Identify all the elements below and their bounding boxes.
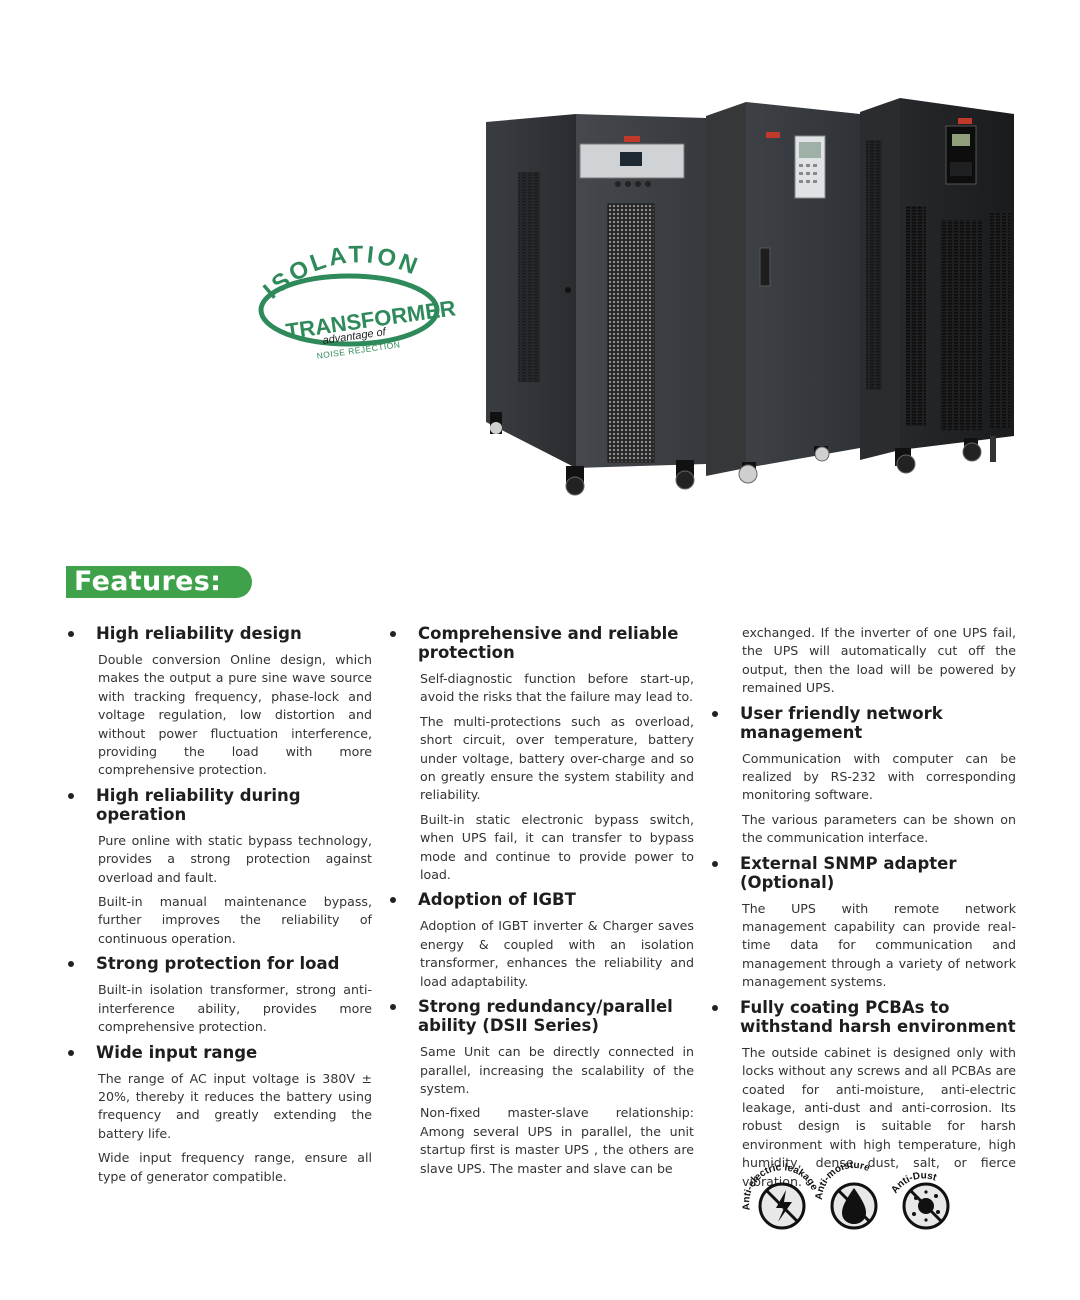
ups-cabinet-right	[860, 98, 1014, 474]
bullet-icon	[68, 961, 74, 968]
feature-paragraph: Adoption of IGBT inverter & Charger save…	[420, 918, 694, 989]
ups-cabinet-left	[486, 114, 706, 496]
feature-snmp-adapter: External SNMP adapter (Optional) The UPS…	[710, 854, 1016, 992]
feature-paragraph: Built-in static electronic bypass switch…	[420, 811, 694, 883]
feature-coating-pcbas: Fully coating PCBAs to withstand harsh e…	[710, 998, 1016, 1191]
feature-comprehensive-protection: Comprehensive and reliable protection Se…	[388, 624, 694, 884]
bullet-icon	[390, 897, 396, 904]
bullet-icon	[68, 792, 74, 799]
feature-title: Strong protection for load	[96, 954, 340, 974]
features-header: Features:	[66, 566, 252, 598]
feature-title: High reliability during operation	[96, 785, 301, 824]
ups-product-illustration: ISOLATION TRANSFORMER advantage of NOISE…	[258, 98, 1014, 496]
protection-icons: Anti-electric leakage Anti-moisture Anti…	[740, 1160, 960, 1240]
bullet-icon	[390, 1004, 396, 1011]
feature-redundancy-parallel: Strong redundancy/parallel ability (DSII…	[388, 997, 694, 1178]
anti-dust-icon: Anti-Dust	[889, 1170, 950, 1230]
bullet-icon	[712, 1004, 718, 1011]
feature-title: Strong redundancy/parallel ability (DSII…	[418, 997, 673, 1036]
feature-high-reliability-operation: High reliability during operation Pure o…	[66, 786, 372, 948]
feature-title: External SNMP adapter (Optional)	[740, 853, 957, 892]
feature-strong-protection: Strong protection for load Built-in isol…	[66, 954, 372, 1036]
feature-adoption-igbt: Adoption of IGBT Adoption of IGBT invert…	[388, 890, 694, 991]
anti-moisture-icon: Anti-moisture	[814, 1160, 878, 1230]
feature-title: Comprehensive and reliable protection	[418, 624, 679, 662]
features-column-2: Comprehensive and reliable protection Se…	[388, 624, 694, 1184]
feature-paragraph: Double conversion Online design, which m…	[98, 652, 372, 778]
feature-title: User friendly network management	[740, 703, 943, 742]
feature-paragraph: Communication with computer can be reali…	[742, 750, 1016, 803]
features-column-1: High reliability design Double conversio…	[66, 624, 372, 1192]
feature-title: Wide input range	[96, 1042, 258, 1062]
feature-paragraph: The UPS with remote network management c…	[742, 900, 1016, 990]
feature-title: Adoption of IGBT	[418, 890, 576, 910]
feature-paragraph: The multi-protections such as overload, …	[420, 713, 694, 803]
feature-title: Fully coating PCBAs to withstand harsh e…	[740, 997, 1016, 1036]
bullet-icon	[68, 1049, 74, 1056]
feature-paragraph: Built-in manual maintenance bypass, furt…	[98, 894, 372, 946]
feature-paragraph: Non-fixed master-slave relationship: Amo…	[420, 1105, 694, 1176]
feature-paragraph: Pure online with static bypass technolog…	[98, 832, 372, 885]
feature-paragraph-continuation: exchanged. If the inverter of one UPS fa…	[742, 625, 1016, 696]
ups-cabinet-middle	[706, 102, 860, 484]
feature-paragraph: Built-in isolation transformer, strong a…	[98, 982, 372, 1035]
hero-section: ISOLATION TRANSFORMER advantage of NOISE…	[0, 0, 1080, 520]
bullet-icon	[712, 710, 718, 717]
bullet-icon	[712, 860, 718, 867]
feature-high-reliability-design: High reliability design Double conversio…	[66, 624, 372, 780]
feature-paragraph: Wide input frequency range, ensure all t…	[98, 1150, 372, 1184]
bullet-icon	[390, 631, 396, 637]
anti-electric-leakage-icon: Anti-electric leakage	[741, 1162, 820, 1230]
features-column-3: exchanged. If the inverter of one UPS fa…	[710, 624, 1016, 1197]
feature-wide-input-range: Wide input range The range of AC input v…	[66, 1043, 372, 1186]
feature-paragraph: The various parameters can be shown on t…	[742, 811, 1016, 846]
feature-paragraph: Self-diagnostic function before start-up…	[420, 671, 694, 705]
feature-title: High reliability design	[96, 624, 302, 643]
feature-paragraph: Same Unit can be directly connected in p…	[420, 1044, 694, 1096]
feature-network-management: User friendly network management Communi…	[710, 704, 1016, 848]
feature-paragraph: The outside cabinet is designed only wit…	[742, 1044, 1016, 1189]
bullet-icon	[68, 631, 74, 637]
isolation-transformer-badge: ISOLATION TRANSFORMER advantage of NOISE…	[258, 241, 457, 361]
feature-paragraph: The range of AC input voltage is 380V ± …	[98, 1070, 372, 1141]
